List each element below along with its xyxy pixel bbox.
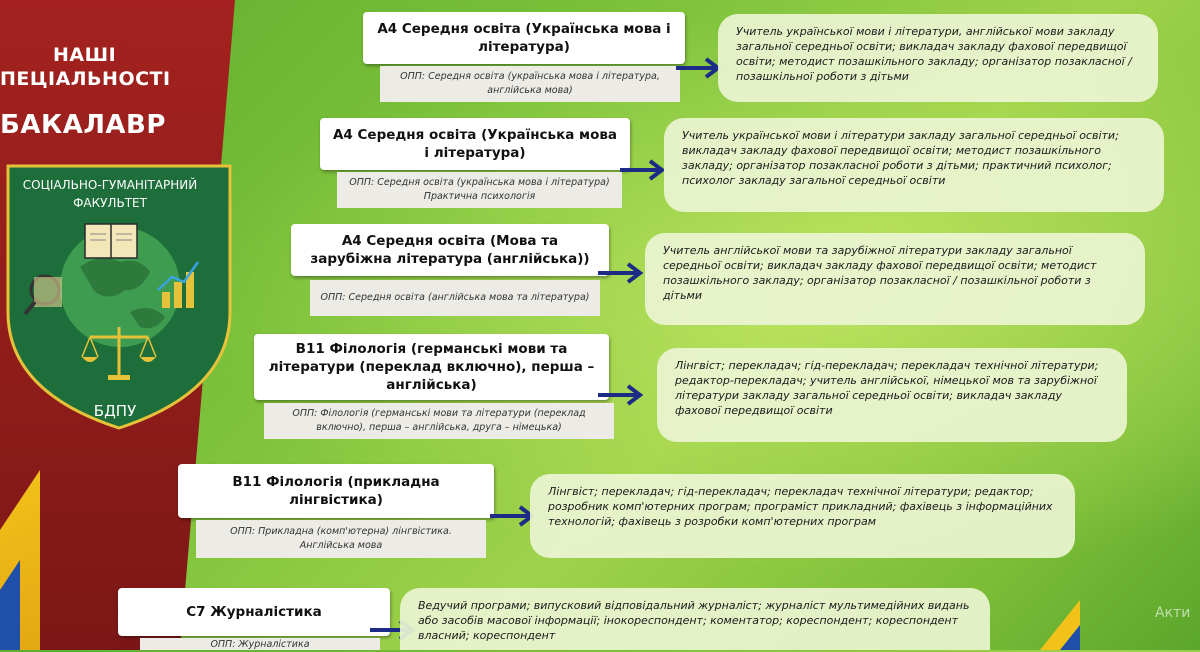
shield-icon (6, 164, 232, 430)
specialty-card: А4 Середня освіта (Українська мова і літ… (320, 118, 630, 170)
heading-line2: ПЕЦІАЛЬНОСТІ (0, 68, 171, 90)
specialty-opp: ОПП: Середня освіта (англійська мова та … (310, 280, 600, 316)
arrow-right-icon (598, 262, 644, 284)
specialty-careers: Учитель англійської мови та зарубіжної л… (645, 233, 1145, 325)
specialty-opp: ОПП: Філологія (германські мови та літер… (264, 403, 614, 439)
specialty-opp: ОПП: Журналістика (140, 638, 380, 650)
specialty-careers: Учитель української мови і літератури, а… (718, 14, 1158, 102)
specialty-careers: Лінгвіст; перекладач; гід-перекладач; пе… (530, 474, 1075, 558)
ukraine-flag-decor-icon (1040, 600, 1080, 650)
specialty-card: В11 Філологія (прикладна лінгвістика) (178, 464, 494, 518)
decor-blue (0, 560, 20, 650)
crest-abbr: БДПУ (93, 402, 137, 420)
specialty-careers: Учитель української мови і літератури за… (664, 118, 1164, 212)
specialty-opp: ОПП: Прикладна (комп'ютерна) лінгвістика… (196, 520, 486, 558)
specialty-card: А4 Середня освіта (Мова та зарубіжна літ… (291, 224, 609, 276)
heading-line1: НАШІ (53, 44, 117, 66)
specialty-careers: Ведучий програми; випусковий відповідаль… (400, 588, 990, 650)
specialty-careers: Лінгвіст; перекладач; гід-перекладач; пе… (657, 348, 1127, 442)
specialty-card: В11 Філологія (германські мови та літера… (254, 334, 609, 400)
watermark: Акти (1155, 605, 1191, 621)
arrow-right-icon (598, 384, 644, 406)
arrow-right-icon (620, 159, 666, 181)
crest-title-line2: ФАКУЛЬТЕТ (73, 196, 147, 210)
heading-line3: БАКАЛАВР (0, 110, 166, 140)
specialty-card: А4 Середня освіта (Українська мова і літ… (363, 12, 685, 64)
faculty-crest: СОЦІАЛЬНО-ГУМАНІТАРНИЙ ФАКУЛЬТЕТ БДПУ (0, 162, 238, 432)
specialty-opp: ОПП: Середня освіта (українська мова і л… (337, 172, 622, 208)
specialty-opp: ОПП: Середня освіта (українська мова і л… (380, 66, 680, 102)
crest-title-line1: СОЦІАЛЬНО-ГУМАНІТАРНИЙ (22, 178, 198, 192)
specialty-card: С7 Журналістика (118, 588, 390, 636)
